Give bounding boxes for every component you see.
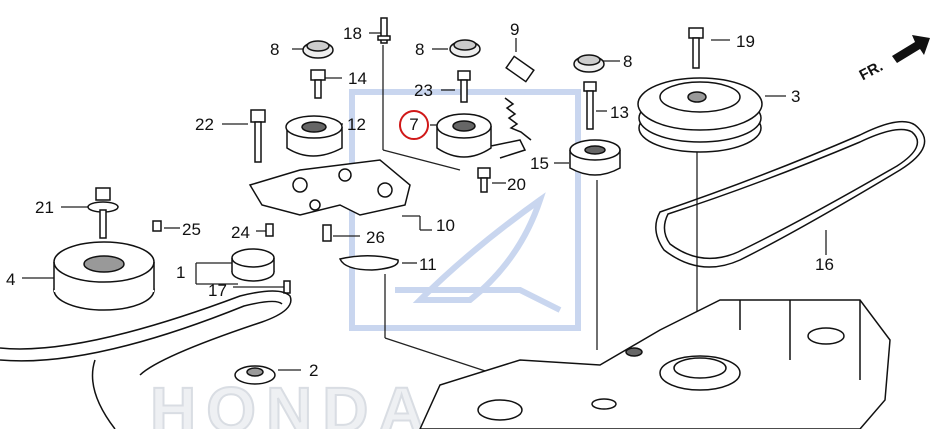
watermark-text: HONDA [150, 374, 435, 429]
callout-10: 10 [436, 216, 455, 235]
part-7-idler-pulley [436, 113, 527, 159]
part-12-pulley [285, 115, 343, 157]
callout-24: 24 [231, 223, 250, 242]
part-10-bracket [248, 159, 411, 216]
callout-7-highlighted: 7 [399, 110, 429, 140]
callout-1: 1 [176, 263, 186, 282]
front-direction-arrow [892, 35, 930, 63]
callout-15: 15 [530, 154, 549, 173]
callout-26: 26 [366, 228, 385, 247]
part-15-spacer [569, 139, 621, 176]
part-9-collar-spring [504, 55, 535, 141]
callout-19: 19 [736, 32, 755, 51]
callout-8: 8 [623, 52, 633, 71]
callout-14: 14 [348, 69, 367, 88]
callout-17: 17 [208, 281, 227, 300]
callout-2: 2 [309, 361, 319, 380]
small-parts [152, 220, 399, 294]
drive-belt [0, 290, 292, 429]
callout-16: 16 [815, 255, 834, 274]
callout-9: 9 [510, 20, 520, 39]
bolts [87, 27, 704, 239]
part-4-gear [53, 241, 155, 311]
callout-23: 23 [414, 81, 433, 100]
callout-3: 3 [791, 87, 801, 106]
part-3-pulley [637, 77, 763, 153]
callout-22: 22 [195, 115, 214, 134]
callout-4: 4 [6, 270, 16, 289]
part-18-stud [377, 17, 391, 44]
part-2-gear [234, 365, 276, 385]
callout-8: 8 [270, 40, 280, 59]
callout-21: 21 [35, 198, 54, 217]
part-16-belt [655, 120, 926, 268]
part-8-caps [302, 39, 605, 73]
part-1-gear [231, 248, 275, 282]
callout-8: 8 [415, 40, 425, 59]
callout-12: 12 [347, 115, 366, 134]
engine-block [419, 299, 891, 429]
callout-25: 25 [182, 220, 201, 239]
callout-11: 11 [419, 255, 437, 274]
callout-18: 18 [343, 24, 362, 43]
callout-13: 13 [610, 103, 629, 122]
callout-20: 20 [507, 175, 526, 194]
